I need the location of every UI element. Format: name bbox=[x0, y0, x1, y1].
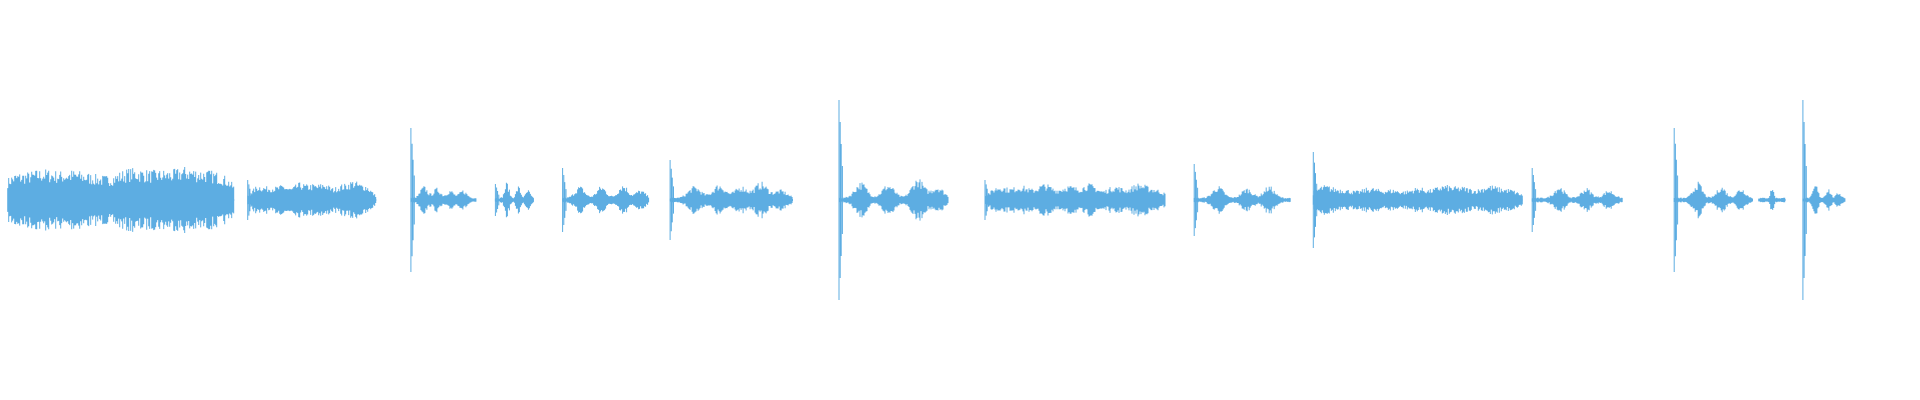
waveform-transient-spike bbox=[984, 180, 989, 220]
waveform-segment bbox=[1802, 100, 1846, 300]
waveform-transient-spike bbox=[1673, 128, 1679, 272]
waveform-envelope bbox=[1673, 181, 1753, 219]
waveform-segment bbox=[410, 128, 477, 272]
waveform-transient-spike bbox=[1802, 100, 1807, 300]
waveform-envelope bbox=[984, 183, 1166, 217]
waveform-envelope bbox=[247, 181, 377, 219]
waveform-envelope bbox=[1193, 186, 1291, 214]
waveform-segment bbox=[1312, 152, 1523, 248]
waveform-envelope bbox=[1312, 185, 1523, 215]
waveform-segment bbox=[247, 180, 377, 220]
waveform-transient-spike bbox=[1531, 168, 1537, 232]
waveform-transient-spike bbox=[410, 128, 415, 272]
waveform-transient-spike bbox=[1193, 164, 1199, 236]
waveform-envelope bbox=[838, 179, 949, 221]
waveform-transient-spike bbox=[494, 184, 500, 216]
waveform-envelope bbox=[410, 186, 477, 214]
waveform-segment bbox=[669, 160, 793, 240]
waveform-transient-spike bbox=[247, 180, 252, 220]
waveform-segment bbox=[1673, 128, 1753, 272]
waveform-envelope bbox=[1758, 190, 1786, 210]
waveform-segment bbox=[494, 182, 534, 218]
waveform-envelope bbox=[7, 167, 235, 233]
waveform-transient-spike bbox=[838, 100, 843, 300]
waveform-segment bbox=[1193, 164, 1291, 236]
waveform-segment bbox=[562, 168, 650, 232]
waveform-transient-spike bbox=[669, 160, 674, 240]
waveform-transient-spike bbox=[1312, 152, 1318, 248]
waveform-envelope bbox=[562, 186, 650, 214]
waveform-envelope bbox=[669, 181, 793, 219]
waveform-envelope bbox=[1531, 188, 1623, 212]
waveform-segment bbox=[7, 167, 235, 233]
waveform-segments bbox=[7, 100, 1846, 300]
waveform-transient-spike bbox=[562, 168, 567, 232]
waveform-segment bbox=[1531, 168, 1623, 232]
waveform-envelope bbox=[494, 182, 534, 218]
waveform-segment bbox=[838, 100, 949, 300]
waveform-segment bbox=[984, 180, 1166, 220]
waveform-envelope bbox=[1802, 186, 1846, 214]
waveform-segment bbox=[1758, 190, 1786, 210]
